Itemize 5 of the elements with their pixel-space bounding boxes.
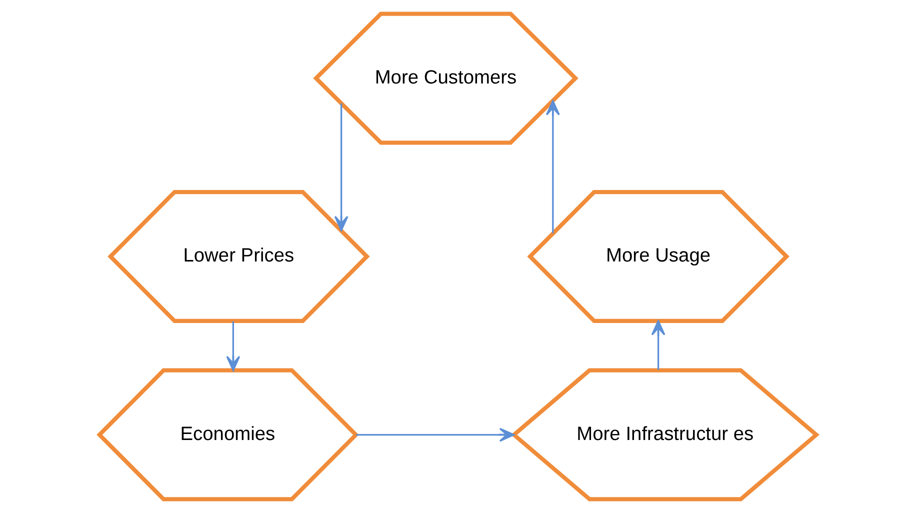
arrow xyxy=(545,100,560,234)
arrow xyxy=(334,103,348,232)
arrow xyxy=(650,320,665,370)
arrow xyxy=(356,428,514,442)
arrow xyxy=(226,321,240,372)
